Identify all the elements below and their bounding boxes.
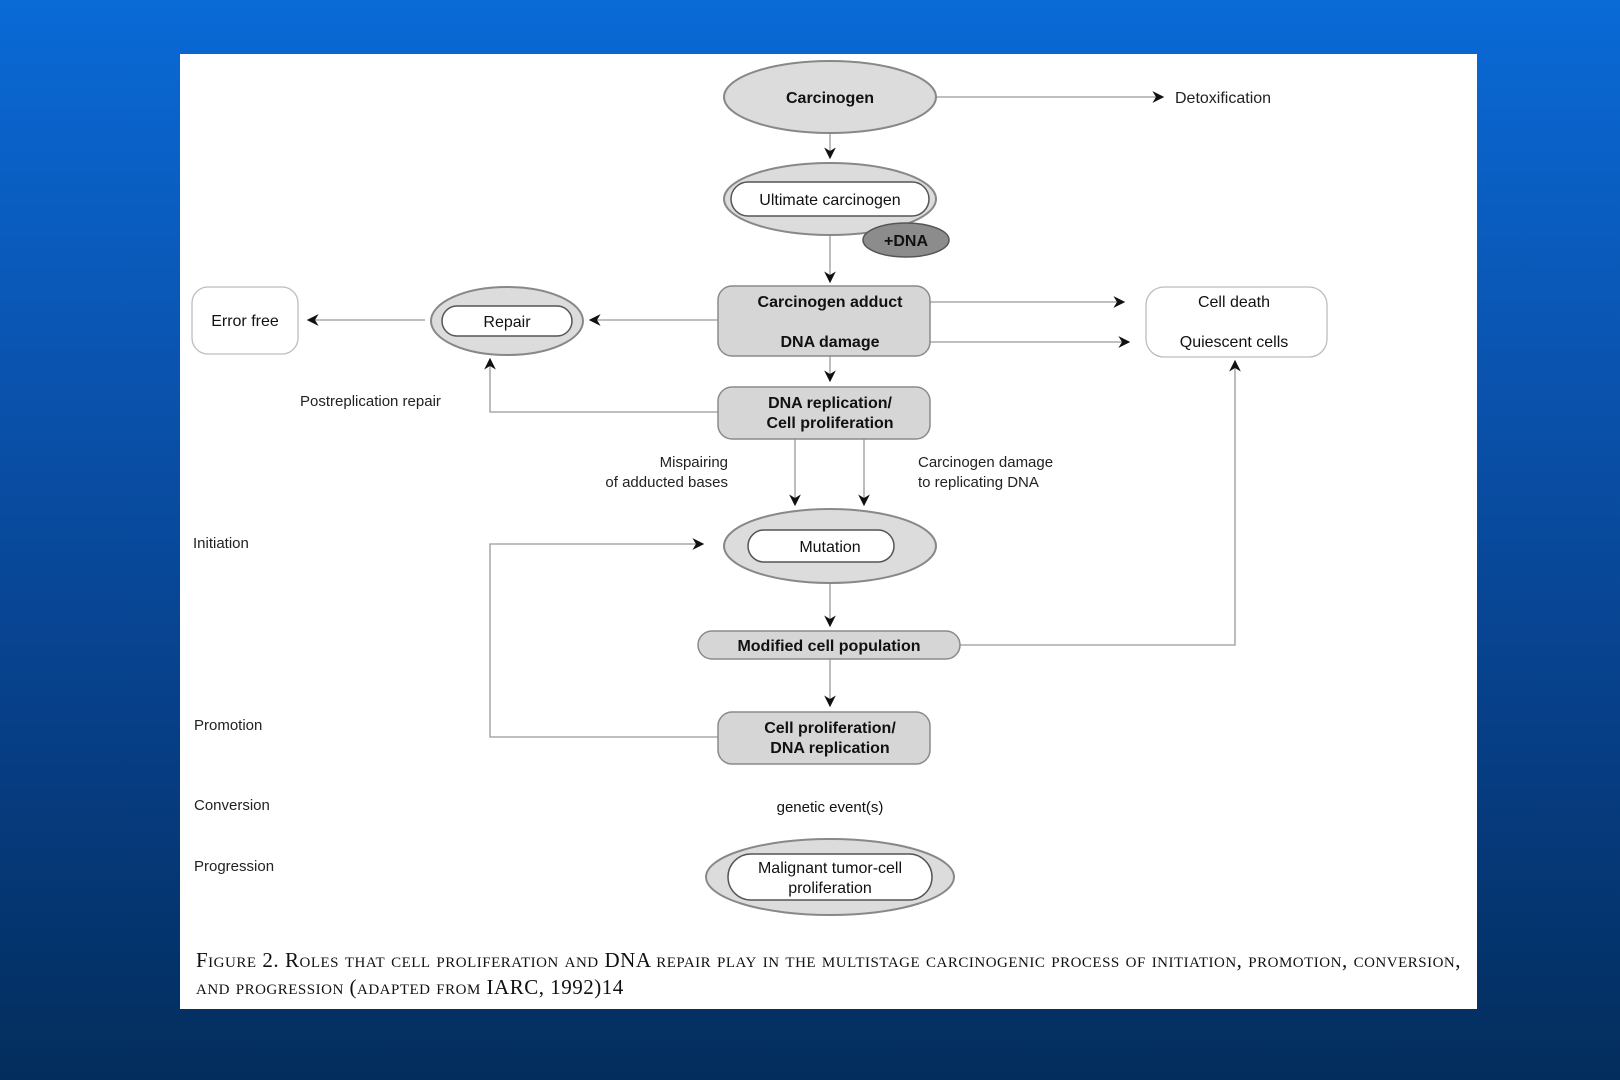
node-ultimate-carcinogen: Ultimate carcinogen +DNA <box>723 162 950 258</box>
node-carcinogen-adduct: Carcinogen adduct DNA damage <box>717 285 931 357</box>
stage-promotion: Promotion <box>194 717 262 734</box>
error-free-label: Error free <box>211 313 279 330</box>
carcinogenesis-diagram: Carcinogen Detoxification Ultimate carci… <box>191 60 1328 916</box>
adduct-label: Carcinogen adduct <box>758 294 904 311</box>
ultimate-carcinogen-label: Ultimate carcinogen <box>759 192 900 209</box>
node-malignant: Malignant tumor-cell proliferation <box>705 838 955 916</box>
stage-progression: Progression <box>194 858 274 875</box>
node-mutation: Mutation <box>723 508 937 584</box>
carcinogen-damage-label: Carcinogen damage <box>918 454 1053 471</box>
dna-damage-label: DNA damage <box>781 334 880 351</box>
cell-proliferation-label-2: Cell proliferation/ <box>764 720 896 737</box>
detoxification-label: Detoxification <box>1175 90 1271 107</box>
node-cell-proliferation: Cell proliferation/ DNA replication <box>717 711 931 765</box>
stage-conversion: Conversion <box>194 797 270 814</box>
edge-promotion-loop <box>489 538 718 738</box>
adducted-bases-label: of adducted bases <box>605 474 728 491</box>
mutation-label: Mutation <box>799 539 860 556</box>
mispairing-label: Mispairing <box>660 454 728 471</box>
edge-modified-celldeath <box>960 359 1241 646</box>
proliferation-label: proliferation <box>788 880 872 897</box>
dna-replication-label: DNA replication/ <box>768 395 892 412</box>
carcinogen-label: Carcinogen <box>786 90 874 107</box>
genetic-events-label: genetic event(s) <box>777 799 884 816</box>
dna-replication-label-2: DNA replication <box>770 740 889 757</box>
edge-postreplication-repair <box>484 357 718 413</box>
replicating-dna-label: to replicating DNA <box>918 474 1039 491</box>
node-modified-population: Modified cell population <box>697 630 961 660</box>
node-carcinogen: Carcinogen <box>723 60 937 134</box>
cell-death-label: Cell death <box>1198 294 1270 311</box>
repair-label: Repair <box>483 314 531 331</box>
plus-dna-label: +DNA <box>884 233 928 250</box>
node-cell-death-quiescent: Cell death Quiescent cells <box>1145 286 1328 358</box>
malignant-label: Malignant tumor-cell <box>758 860 902 877</box>
modified-population-label: Modified cell population <box>737 638 920 655</box>
node-repair: Repair <box>430 286 584 356</box>
postreplication-repair-label: Postreplication repair <box>300 393 441 410</box>
quiescent-cells-label: Quiescent cells <box>1180 334 1289 351</box>
edges <box>306 91 1241 738</box>
cell-proliferation-label: Cell proliferation <box>766 415 893 432</box>
node-dna-replication: DNA replication/ Cell proliferation <box>717 386 931 440</box>
figure-panel: Carcinogen Detoxification Ultimate carci… <box>180 54 1477 1009</box>
node-error-free: Error free <box>191 286 299 355</box>
figure-caption: Figure 2. Roles that cell proliferation … <box>196 948 1461 999</box>
stage-initiation: Initiation <box>193 535 249 552</box>
